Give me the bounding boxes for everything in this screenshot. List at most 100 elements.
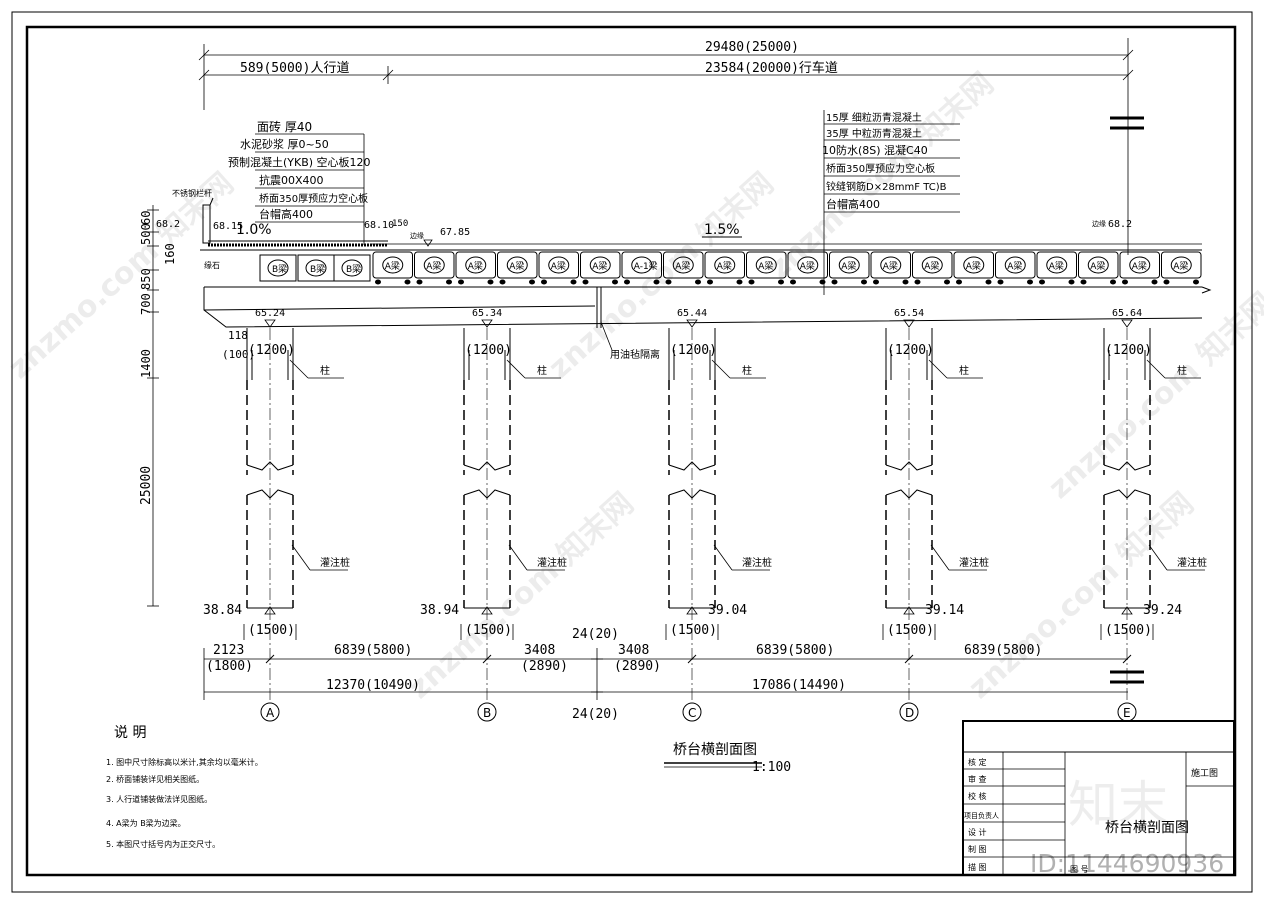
beam-a xyxy=(995,251,1036,279)
gap-bottom: 24(20) xyxy=(572,707,619,722)
bearing xyxy=(416,279,423,285)
beam-a-void xyxy=(382,256,404,274)
beam-a-label: A梁 xyxy=(1090,260,1105,272)
beam-a-void xyxy=(465,256,487,274)
axis-circle-B xyxy=(477,702,497,722)
dim-h-160: 160 xyxy=(163,243,177,265)
el-682-right: 68.2 xyxy=(1108,219,1132,230)
layer-left-4: 桥面350厚预应力空心板 xyxy=(259,192,368,205)
beam-a-void xyxy=(838,256,860,274)
bearing xyxy=(861,279,867,285)
bearing xyxy=(1163,279,1170,285)
bearing xyxy=(499,279,506,285)
beam-b xyxy=(259,254,297,282)
beam-b-void xyxy=(341,259,363,277)
bearing xyxy=(778,279,784,285)
svg-text:znzmo.com 知末网: znzmo.com 知末网 xyxy=(962,486,1201,706)
bearing xyxy=(1122,279,1128,285)
dim-b1-6: (2890) xyxy=(614,659,661,674)
outer-frame xyxy=(11,11,1253,893)
el-6785: 67.85 xyxy=(440,227,470,238)
axis-label-E: E xyxy=(1123,706,1131,720)
beam-a-void xyxy=(714,256,736,274)
beam-a-void xyxy=(631,256,653,274)
bearing xyxy=(1027,279,1033,285)
el-marker xyxy=(423,239,433,247)
left-dim-a: 118 xyxy=(228,329,248,342)
gap-top: 24(20) xyxy=(572,627,619,642)
tb-row-6: 描 图 xyxy=(968,862,987,872)
layers-right-box xyxy=(823,110,960,295)
tb-row-4: 设 计 xyxy=(968,827,987,837)
dim-b1-3: 3408 xyxy=(524,643,555,658)
layer-right-0: 15厚 细粒沥青混凝土 xyxy=(826,111,922,124)
cap-elevation: 65.24 xyxy=(255,308,285,319)
beam-b-label: B梁 xyxy=(310,263,325,275)
bearing xyxy=(1151,279,1158,285)
pile-elevation: 39.04 xyxy=(708,603,747,618)
caption-scale: 1:100 xyxy=(752,760,791,775)
pile-elevation: 39.24 xyxy=(1143,603,1182,618)
beam-a-void xyxy=(506,256,528,274)
beam-a-void xyxy=(1170,256,1192,274)
beam-a-label: A-1梁 xyxy=(634,260,658,272)
beam-a-label: A梁 xyxy=(1132,260,1147,272)
bearing xyxy=(404,279,411,285)
logo-mark: 知末 xyxy=(1068,776,1168,834)
axis-circle-A xyxy=(260,702,280,722)
beam-a xyxy=(787,251,828,279)
el-682-left: 68.2 xyxy=(156,219,180,230)
pile-label: 灌注桩 xyxy=(1177,556,1207,569)
bearing xyxy=(790,279,796,285)
pile-dim: (1500) xyxy=(1105,623,1152,638)
beam-a-label: A梁 xyxy=(717,260,732,272)
pile-elevation: 38.94 xyxy=(420,603,459,618)
bearing xyxy=(375,279,381,285)
leader-cap xyxy=(600,321,613,351)
dim-h-60: 60 xyxy=(139,211,153,225)
cap-elevation: 65.44 xyxy=(677,308,707,319)
column-dim: (1200) xyxy=(465,343,512,358)
beam-a xyxy=(621,251,662,279)
beam-a-label: A梁 xyxy=(1007,260,1022,272)
tb-row-2: 校 核 xyxy=(968,791,987,801)
pile-dim: (1500) xyxy=(248,623,295,638)
dim-h-850: 850 xyxy=(139,268,153,290)
dim-h-500: 500 xyxy=(139,223,153,245)
beam-a xyxy=(414,251,455,279)
bearing xyxy=(707,279,713,285)
beam-a-label: A梁 xyxy=(1173,260,1188,272)
pile-elevation: 38.84 xyxy=(203,603,242,618)
bearing xyxy=(1110,279,1116,285)
beam-a xyxy=(704,251,745,279)
beam-a-void xyxy=(589,256,611,274)
tb-stage: 施工图 xyxy=(1191,767,1218,779)
beam-a xyxy=(372,251,413,279)
beam-a xyxy=(455,251,496,279)
bearing xyxy=(902,279,909,285)
cap-elevation: 65.64 xyxy=(1112,308,1142,319)
column-label: 柱 xyxy=(1177,364,1187,377)
bearing xyxy=(529,279,535,285)
pile-label: 灌注桩 xyxy=(320,556,350,569)
bearing xyxy=(695,279,701,285)
bearing xyxy=(458,279,464,285)
dim-b2-1: 17086(14490) xyxy=(752,678,846,693)
bearing xyxy=(541,279,547,285)
beam-a xyxy=(1078,251,1119,279)
beam-a-label: A梁 xyxy=(385,260,400,272)
bearing xyxy=(985,279,992,285)
el-6810: 68.10 xyxy=(364,220,394,231)
dim-b1-2: 6839(5800) xyxy=(334,643,412,658)
pile-dim: (1500) xyxy=(670,623,717,638)
column-label: 柱 xyxy=(320,364,330,377)
pile-label: 灌注桩 xyxy=(537,556,567,569)
label-cap-isolation: 用油毡隔离 xyxy=(610,348,660,361)
axis-circle-D xyxy=(899,702,919,722)
label-curb: 缘石 xyxy=(204,260,220,270)
beam-a xyxy=(497,251,538,279)
beam-a-label: A梁 xyxy=(966,260,981,272)
